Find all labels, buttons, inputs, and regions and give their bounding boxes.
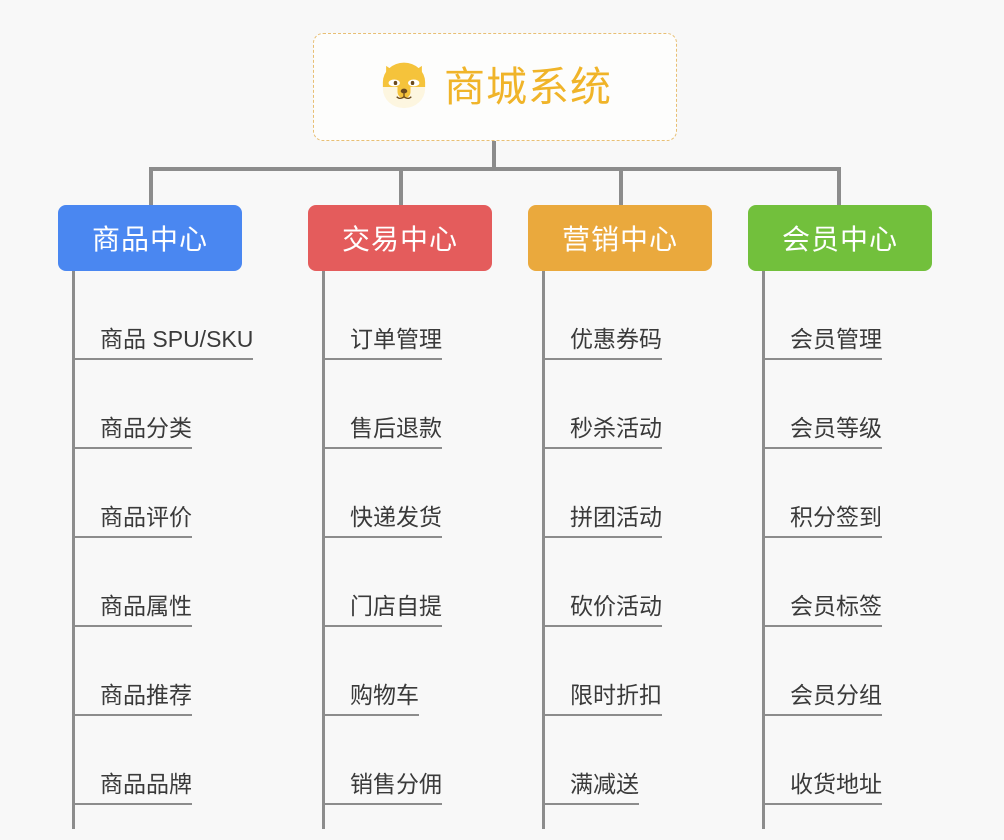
leaf-label: 积分签到: [790, 503, 882, 530]
leaf-label: 商品推荐: [100, 681, 192, 708]
category-label-0: 商品中心: [91, 224, 208, 255]
leaf-item[interactable]: 秒杀活动: [528, 360, 748, 449]
leaf-label: 优惠券码: [570, 325, 662, 352]
category-label-1: 交易中心: [341, 224, 458, 255]
leaf-label: 会员等级: [790, 414, 882, 441]
leaf-item[interactable]: 会员管理: [748, 271, 968, 360]
leaf-item[interactable]: 会员等级: [748, 360, 968, 449]
branch-column-2: 营销中心 优惠券码 秒杀活动 拼团活动 砍价活动 限时折扣 满减送: [528, 205, 748, 829]
leaf-item[interactable]: 限时折扣: [528, 627, 748, 716]
root-title: 商城系统: [444, 63, 612, 110]
connector-drop-2: [619, 167, 623, 205]
leaf-label: 拼团活动: [570, 503, 662, 530]
leaf-item[interactable]: 商品品牌: [58, 716, 308, 805]
leaf-item[interactable]: 拼团活动: [528, 449, 748, 538]
leaf-label: 秒杀活动: [570, 414, 662, 441]
leaf-label: 销售分佣: [350, 770, 442, 797]
leaf-item[interactable]: 商品推荐: [58, 627, 308, 716]
leaf-label: 收货地址: [790, 770, 882, 797]
leaf-label: 商品评价: [100, 503, 192, 530]
leaf-label: 限时折扣: [570, 681, 662, 708]
leaf-item[interactable]: 订单管理: [308, 271, 528, 360]
category-label-3: 会员中心: [781, 224, 898, 255]
leaf-item[interactable]: 购物车: [308, 627, 528, 716]
leaf-item[interactable]: 积分签到: [748, 449, 968, 538]
leaf-label: 商品 SPU/SKU: [100, 325, 254, 352]
shiba-inu-face-icon: [382, 62, 426, 109]
leaf-item[interactable]: 售后退款: [308, 360, 528, 449]
leaf-item[interactable]: 商品 SPU/SKU: [58, 271, 308, 360]
leaf-label: 快递发货: [350, 503, 442, 530]
leaf-label: 满减送: [570, 770, 639, 797]
connector-drop-0: [149, 167, 153, 205]
leaf-item[interactable]: 砍价活动: [528, 538, 748, 627]
branch-column-0: 商品中心 商品 SPU/SKU 商品分类 商品评价 商品属性 商品推荐 商品品牌: [58, 205, 308, 829]
leaf-label: 会员分组: [790, 681, 882, 708]
connector-drop-3: [837, 167, 841, 205]
branch-trunk-1: [322, 271, 325, 829]
leaf-item[interactable]: 商品评价: [58, 449, 308, 538]
leaf-label: 订单管理: [350, 325, 442, 352]
leaf-list-0: 商品 SPU/SKU 商品分类 商品评价 商品属性 商品推荐 商品品牌: [58, 271, 308, 805]
connector-drop-1: [399, 167, 403, 205]
branch-column-3: 会员中心 会员管理 会员等级 积分签到 会员标签 会员分组 收货地址: [748, 205, 968, 829]
leaf-label: 商品属性: [100, 592, 192, 619]
leaf-item[interactable]: 销售分佣: [308, 716, 528, 805]
leaf-item[interactable]: 收货地址: [748, 716, 968, 805]
connector-horizontal-bus: [149, 167, 841, 171]
category-node-3[interactable]: 会员中心: [748, 205, 932, 271]
leaf-list-3: 会员管理 会员等级 积分签到 会员标签 会员分组 收货地址: [748, 271, 968, 805]
leaf-item[interactable]: 快递发货: [308, 449, 528, 538]
category-node-0[interactable]: 商品中心: [58, 205, 242, 271]
leaf-label: 会员管理: [790, 325, 882, 352]
leaf-item[interactable]: 会员分组: [748, 627, 968, 716]
leaf-label: 砍价活动: [570, 592, 662, 619]
category-node-1[interactable]: 交易中心: [308, 205, 492, 271]
leaf-label: 门店自提: [350, 592, 442, 619]
leaf-list-2: 优惠券码 秒杀活动 拼团活动 砍价活动 限时折扣 满减送: [528, 271, 748, 805]
root-node[interactable]: 商城系统: [313, 33, 677, 141]
leaf-item[interactable]: 会员标签: [748, 538, 968, 627]
leaf-item[interactable]: 门店自提: [308, 538, 528, 627]
leaf-label: 商品品牌: [100, 770, 192, 797]
leaf-label: 售后退款: [350, 414, 442, 441]
category-label-2: 营销中心: [561, 224, 678, 255]
branch-trunk-2: [542, 271, 545, 829]
leaf-item[interactable]: 商品属性: [58, 538, 308, 627]
leaf-label: 商品分类: [100, 414, 192, 441]
leaf-list-1: 订单管理 售后退款 快递发货 门店自提 购物车 销售分佣: [308, 271, 528, 805]
leaf-item[interactable]: 满减送: [528, 716, 748, 805]
connector-root-stem: [492, 141, 496, 169]
branch-trunk-3: [762, 271, 765, 829]
leaf-label: 会员标签: [790, 592, 882, 619]
leaf-item[interactable]: 优惠券码: [528, 271, 748, 360]
leaf-label: 购物车: [350, 681, 419, 708]
category-node-2[interactable]: 营销中心: [528, 205, 712, 271]
leaf-item[interactable]: 商品分类: [58, 360, 308, 449]
branch-column-1: 交易中心 订单管理 售后退款 快递发货 门店自提 购物车 销售分佣: [308, 205, 528, 829]
branch-trunk-0: [72, 271, 75, 829]
